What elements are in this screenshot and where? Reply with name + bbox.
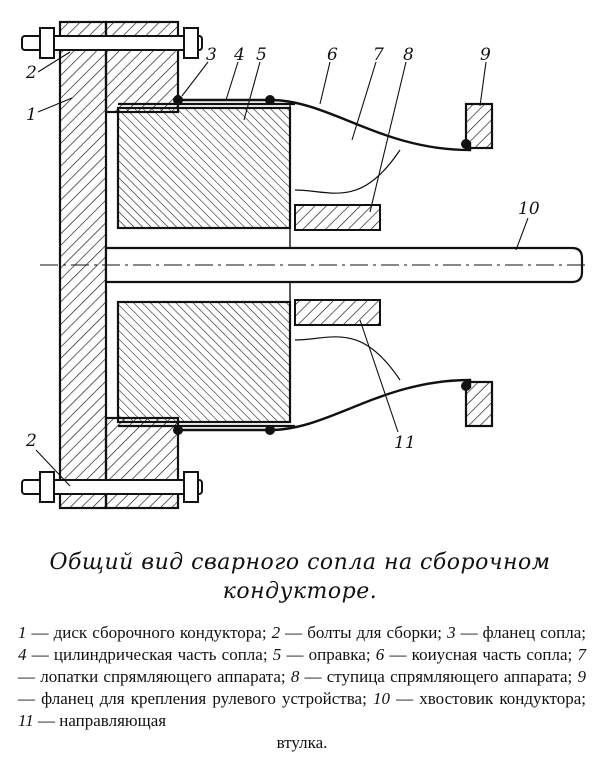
label-7: 7 xyxy=(373,45,384,65)
vane-hub xyxy=(294,204,381,326)
legend-num-6: 6 xyxy=(375,645,385,664)
legend-num-5: 5 xyxy=(272,645,282,664)
label-2-top: 2 xyxy=(25,63,37,83)
figure-caption: Общий вид сварного сопла на сборочном ко… xyxy=(0,548,600,606)
legend-text-5: — оправка; xyxy=(281,645,376,664)
legend-num-3: 3 xyxy=(447,623,456,642)
legend-text-3: — фланец сопла; xyxy=(455,623,586,642)
legend-text-6: — коиусная часть сопла; xyxy=(384,645,578,664)
label-5: 5 xyxy=(256,45,267,65)
reference-labels: 2 1 3 4 5 6 7 8 9 10 11 2 xyxy=(25,45,540,453)
caption-line-2: кондукторе. xyxy=(222,579,378,604)
label-8: 8 xyxy=(403,45,414,65)
legend-num-1: 1 xyxy=(18,623,27,642)
nozzle-assembly-drawing: 2 1 3 4 5 6 7 8 9 10 11 2 xyxy=(21,20,590,510)
legend-text-7: — лопатки спрямляющего аппарата; xyxy=(18,667,291,686)
label-1: 1 xyxy=(26,105,37,125)
legend-text-1: — диск сборочного кондуктора; xyxy=(26,623,272,642)
legend-text-2: — болты для сборки; xyxy=(280,623,448,642)
legend-last-line: втулка. xyxy=(276,733,328,752)
legend-num-8: 8 xyxy=(290,667,300,686)
figure-legend: 1 — диск сборочного кондуктора; 2 — болт… xyxy=(18,622,586,754)
label-4: 4 xyxy=(233,45,245,65)
legend-num-7: 7 xyxy=(577,645,586,664)
legend-num-11: 11 xyxy=(18,711,34,730)
legend-text-4: — цилиндрическая часть сопла; xyxy=(26,645,273,664)
legend-text-11: — направляющая xyxy=(33,711,167,730)
label-3: 3 xyxy=(206,45,217,65)
legend-num-10: 10 xyxy=(372,689,390,708)
legend-num-9: 9 xyxy=(577,667,586,686)
label-11: 11 xyxy=(394,433,416,453)
legend-text-8: — ступица спрямляющего аппарата; xyxy=(299,667,578,686)
legend-num-4: 4 xyxy=(18,645,27,664)
label-9: 9 xyxy=(480,45,491,65)
label-10: 10 xyxy=(518,199,540,219)
legend-text-10: — хвостовик кондуктора; xyxy=(389,689,586,708)
leader-lines xyxy=(35,51,529,487)
tail-shaft xyxy=(40,246,590,284)
legend-text-9: — фланец для крепления рулевого устройст… xyxy=(18,689,373,708)
caption-line-1: Общий вид сварного сопла на сборочном xyxy=(49,550,551,575)
weld-marks xyxy=(173,95,471,435)
legend-num-2: 2 xyxy=(271,623,281,642)
guide-vanes xyxy=(294,149,401,381)
steering-flange xyxy=(464,102,494,428)
label-2-bottom: 2 xyxy=(25,431,37,451)
label-6: 6 xyxy=(327,45,338,65)
